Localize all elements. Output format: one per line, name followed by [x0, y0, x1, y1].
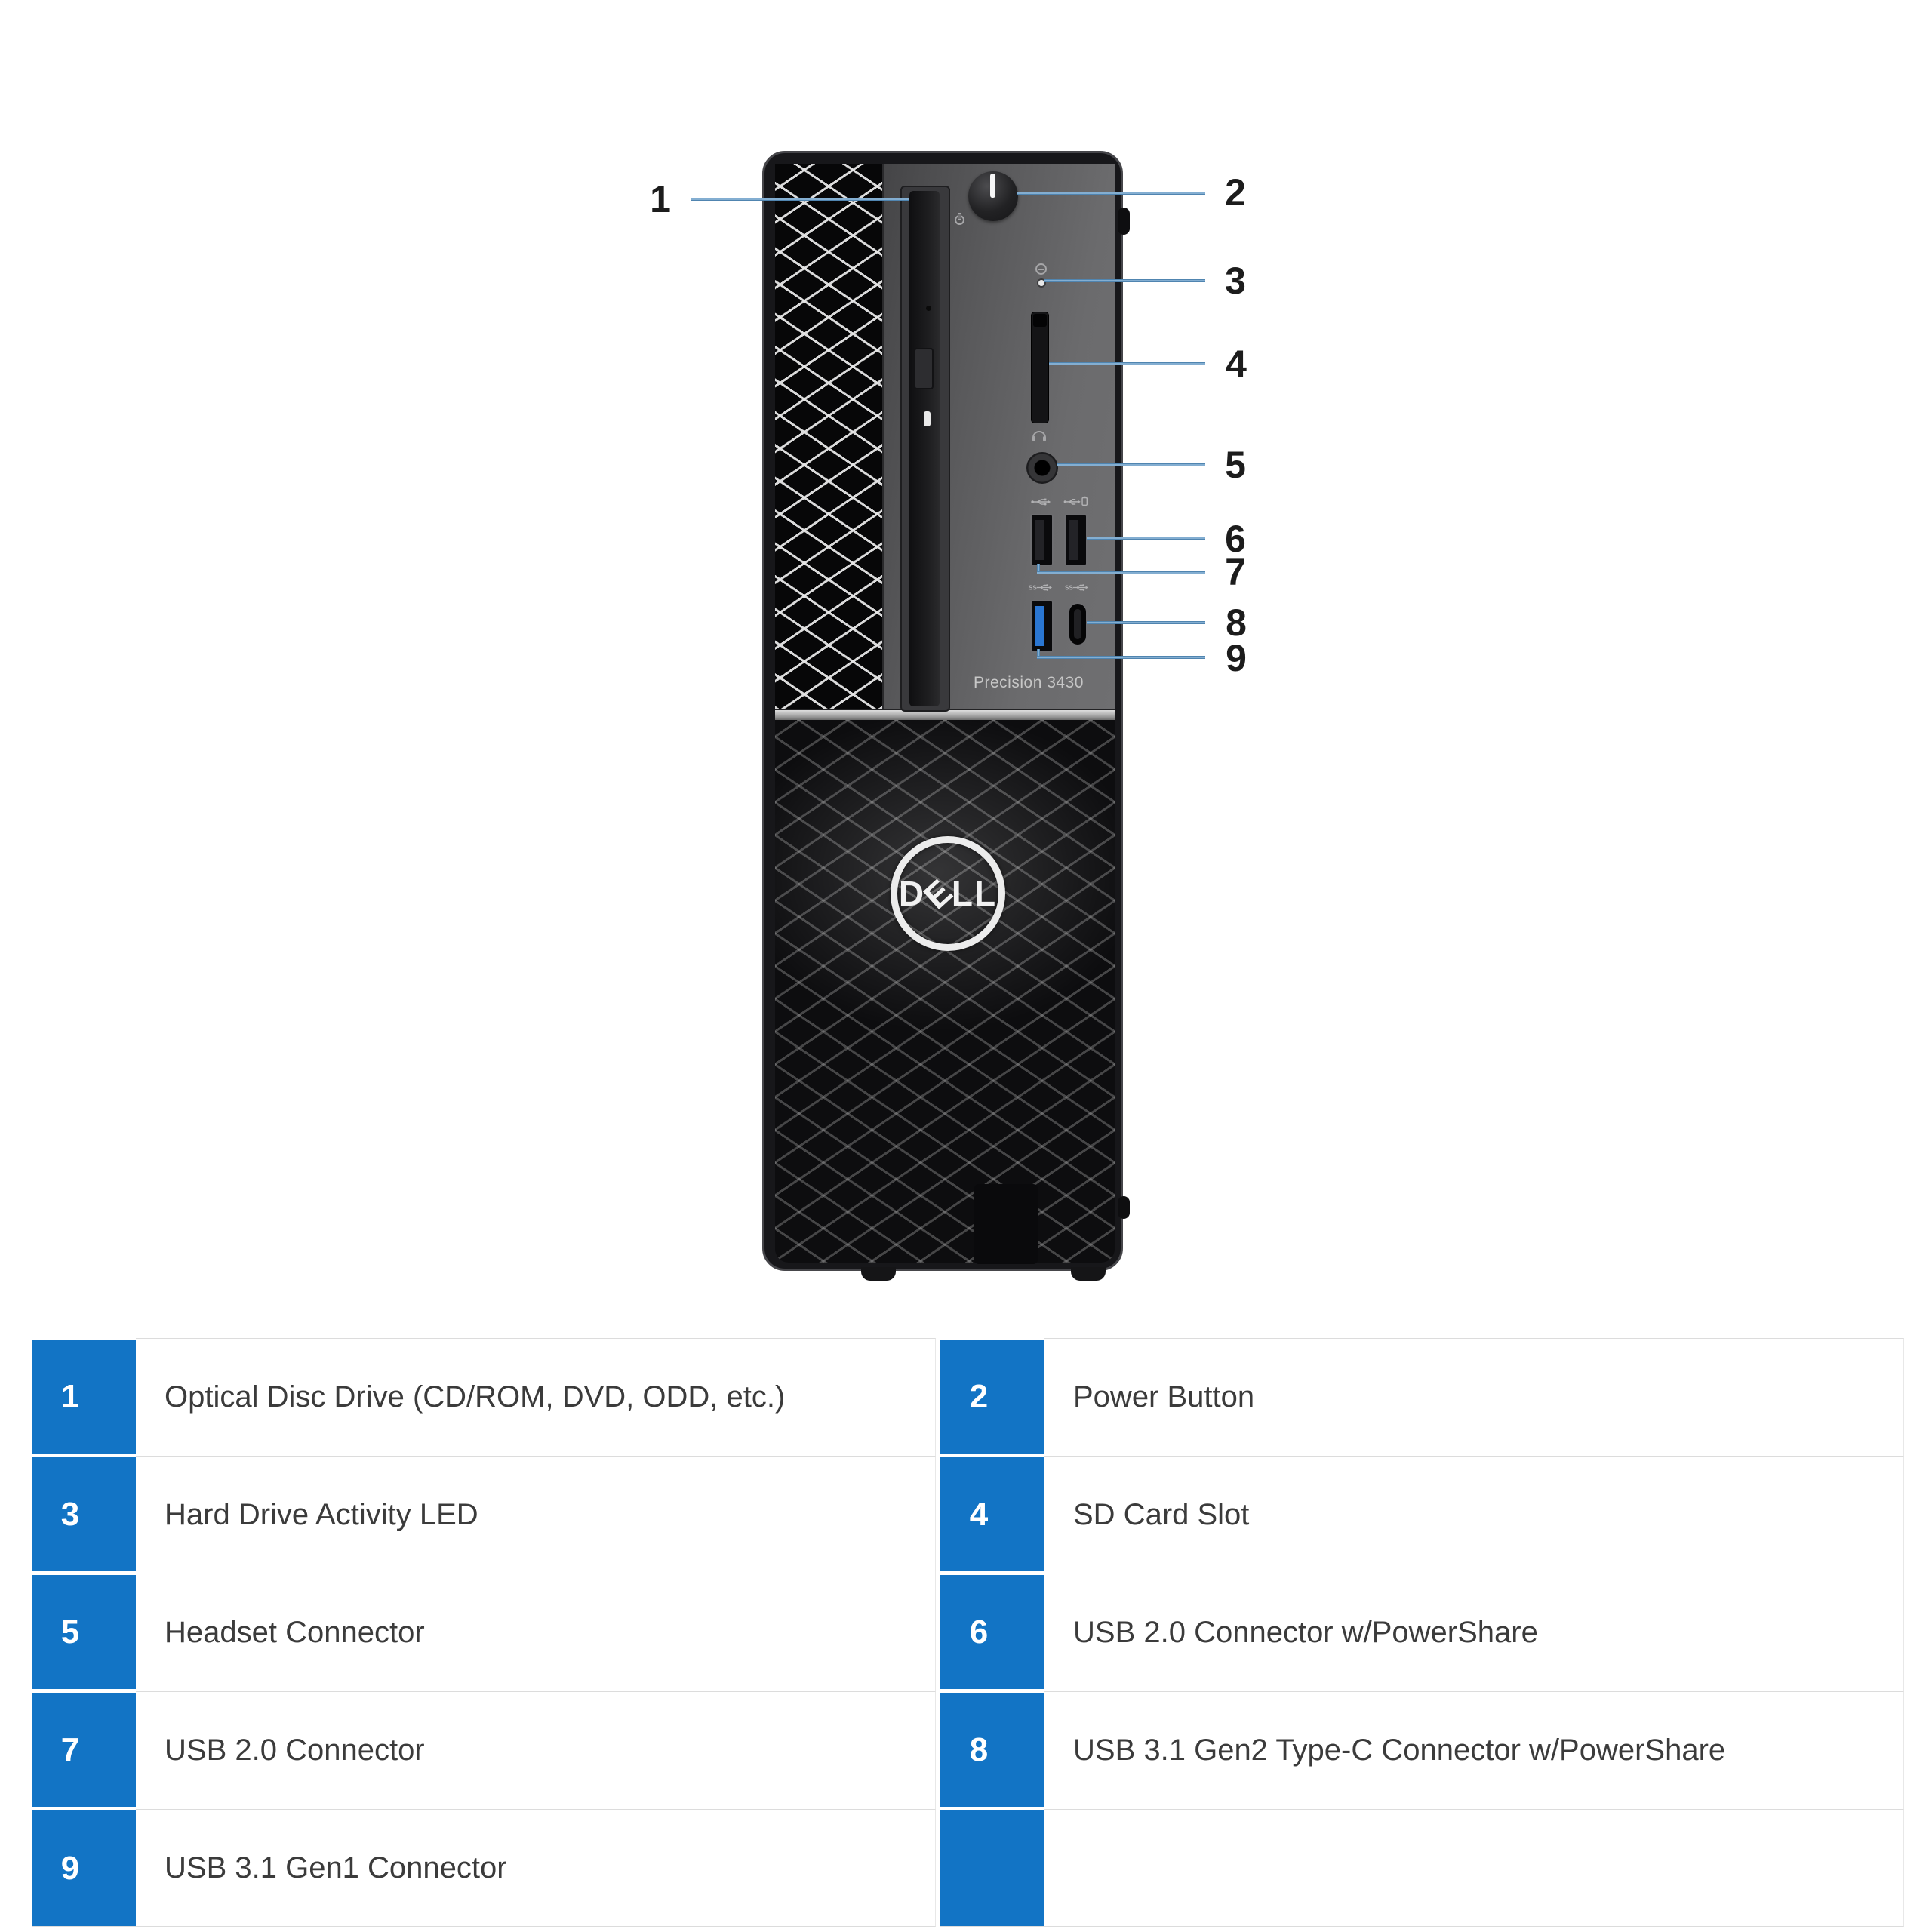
- legend-number-cell: 5: [32, 1574, 136, 1691]
- legend-description: Hard Drive Activity LED: [136, 1456, 936, 1574]
- legend-description-empty: [1044, 1809, 1904, 1927]
- legend-table: 1 Optical Disc Drive (CD/ROM, DVD, ODD, …: [32, 1338, 1904, 1927]
- callout-number-6: 6: [1225, 518, 1246, 560]
- legend-number-cell: 8: [940, 1691, 1044, 1809]
- optical-drive-led: [924, 411, 931, 426]
- legend-description: USB 3.1 Gen1 Connector: [136, 1809, 936, 1927]
- legend-description: Headset Connector: [136, 1574, 936, 1691]
- legend-number-cell: 6: [940, 1574, 1044, 1691]
- hdd-activity-icon: [1035, 263, 1047, 275]
- svg-text:SS: SS: [1065, 585, 1073, 592]
- legend-number: 5: [60, 1613, 80, 1651]
- power-icon: [955, 214, 964, 225]
- callout-line-5: [1057, 463, 1205, 466]
- power-button: [968, 171, 1018, 221]
- legend-number: 2: [969, 1377, 989, 1415]
- front-mesh-upper-strip: [775, 164, 882, 709]
- legend-number-cell: 2: [940, 1338, 1044, 1456]
- usb-c-port: [1068, 602, 1088, 646]
- optical-drive-slot: [909, 191, 940, 706]
- side-thumbscrew-top: [1118, 208, 1130, 235]
- legend-column-gap: [936, 1456, 940, 1574]
- model-label: Precision 3430: [974, 674, 1084, 691]
- legend-description: SD Card Slot: [1044, 1456, 1904, 1574]
- callout-number-4: 4: [1226, 343, 1247, 385]
- callout-line-9: [1037, 656, 1205, 659]
- dell-logo: D E L L: [891, 836, 1005, 951]
- legend-number: 7: [60, 1730, 80, 1768]
- callout-number-1: 1: [650, 178, 671, 220]
- usb2-port: [1030, 514, 1054, 566]
- legend-number: 4: [969, 1495, 989, 1533]
- legend-number: 8: [969, 1730, 989, 1768]
- legend-column-gap: [936, 1691, 940, 1809]
- legend-number-cell: 9: [32, 1809, 136, 1927]
- callout-line-7-elbow: [1037, 564, 1040, 574]
- legend-number-cell: 7: [32, 1691, 136, 1809]
- callout-number-5: 5: [1225, 444, 1246, 486]
- legend-column-gap: [936, 1809, 940, 1927]
- callout-number-2: 2: [1225, 171, 1246, 214]
- legend-description: USB 2.0 Connector w/PowerShare: [1044, 1574, 1904, 1691]
- legend-number-cell-empty: [940, 1809, 1044, 1927]
- callout-line-6: [1087, 537, 1205, 540]
- usb-c-ss-icon: SS: [1065, 584, 1089, 592]
- headset-connector: [1026, 452, 1058, 484]
- chassis-foot-right: [1071, 1267, 1106, 1281]
- power-button-mark: [990, 174, 995, 198]
- callout-line-8: [1087, 621, 1205, 624]
- legend-number: 6: [969, 1613, 989, 1651]
- side-thumbscrew-bottom: [1118, 1196, 1130, 1219]
- legend-column-gap: [936, 1574, 940, 1691]
- legend-number: 9: [60, 1849, 80, 1887]
- callout-line-3: [1044, 279, 1205, 282]
- hdd-activity-led: [1038, 280, 1044, 286]
- legend-number: 3: [60, 1495, 80, 1533]
- sd-card-slot: [1031, 312, 1049, 423]
- legend-number-cell: 3: [32, 1456, 136, 1574]
- chassis-foot-left: [861, 1267, 896, 1281]
- dell-logo-letter: D: [898, 874, 926, 913]
- callout-line-7: [1037, 571, 1205, 574]
- callout-line-2: [1017, 192, 1205, 195]
- tower-illustration: SS SS Precision 3430 D E L L: [762, 151, 1130, 1281]
- callout-line-9-elbow: [1037, 649, 1040, 659]
- usb2-icon: [1031, 498, 1051, 506]
- legend-description: USB 2.0 Connector: [136, 1691, 936, 1809]
- usb2-powershare-port: [1064, 514, 1088, 566]
- headset-icon: [1032, 431, 1046, 441]
- optical-drive-eject-button: [914, 348, 934, 389]
- legend-description: USB 3.1 Gen2 Type-C Connector w/PowerSha…: [1044, 1691, 1904, 1809]
- front-mesh-lower: [775, 720, 1115, 1263]
- legend-number: 1: [60, 1377, 80, 1415]
- legend-description: Power Button: [1044, 1338, 1904, 1456]
- callout-number-3: 3: [1225, 260, 1246, 302]
- dell-logo-letter: L: [951, 874, 974, 913]
- legend-number-cell: 1: [32, 1338, 136, 1456]
- legend-number-cell: 4: [940, 1456, 1044, 1574]
- legend-column-gap: [936, 1338, 940, 1456]
- callout-line-1: [691, 198, 909, 201]
- callout-line-4: [1049, 362, 1205, 365]
- usb3-ss-icon: SS: [1029, 584, 1053, 592]
- front-bottom-badge-area: [974, 1184, 1038, 1264]
- callout-number-9: 9: [1226, 637, 1247, 679]
- legend-description: Optical Disc Drive (CD/ROM, DVD, ODD, et…: [136, 1338, 936, 1456]
- dell-logo-letter: L: [974, 874, 998, 913]
- sd-card-slot-tab: [1033, 314, 1047, 327]
- usb3-gen1-port: [1030, 600, 1054, 653]
- usb2-powershare-icon: [1063, 496, 1088, 506]
- svg-text:SS: SS: [1029, 585, 1037, 592]
- callout-number-8: 8: [1226, 601, 1247, 644]
- optical-drive-pinhole: [926, 306, 931, 311]
- callout-number-7: 7: [1225, 551, 1246, 593]
